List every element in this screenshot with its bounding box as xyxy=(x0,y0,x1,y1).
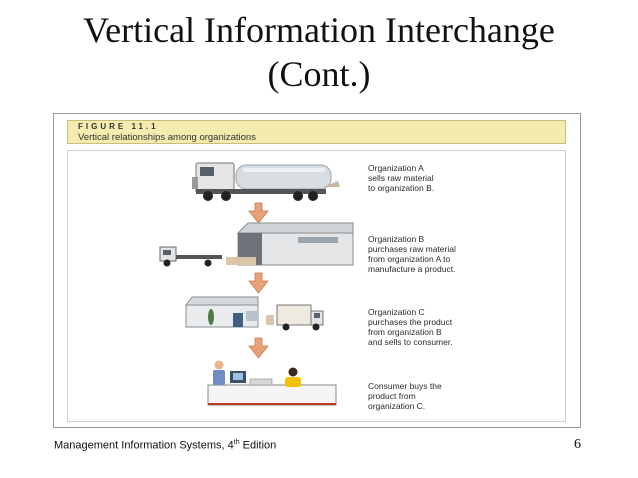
stage-line: from organization A to xyxy=(368,254,451,264)
stage-a-description: Organization A sells raw material to org… xyxy=(368,163,518,193)
stage-line: purchases the product xyxy=(368,317,453,327)
customer-icon xyxy=(285,367,301,387)
flow-arrow-2 xyxy=(248,272,269,294)
stage-b-description: Organization B purchases raw material fr… xyxy=(368,234,518,274)
slide-title-line-1: Vertical Information Interchange xyxy=(83,10,555,50)
stage-line: product from xyxy=(368,391,416,401)
stage-line: from organization B xyxy=(368,327,442,337)
delivery-van-icon xyxy=(266,304,324,331)
stage-line: to organization B. xyxy=(368,183,435,193)
footer-source: Management Information Systems, 4th Edit… xyxy=(54,439,276,452)
clerk-icon xyxy=(213,360,225,385)
stage-d-description: Consumer buys the product from organizat… xyxy=(368,381,518,411)
footer-source-prefix: Management Information Systems, 4 xyxy=(54,439,234,452)
stage-line: sells raw material xyxy=(368,173,434,183)
footer-source-suffix: Edition xyxy=(239,439,277,452)
stage-line: Organization B xyxy=(368,234,425,244)
stage-line: purchases raw material xyxy=(368,244,456,254)
stage-line: Consumer buys the xyxy=(368,381,442,391)
store-counter-icon xyxy=(207,371,337,406)
figure-illustration xyxy=(159,162,354,406)
stage-line: Organization C xyxy=(368,307,425,317)
figure-body: Organization A sells raw material to org… xyxy=(67,150,566,422)
stage-line: manufacture a product. xyxy=(368,264,456,274)
figure-label: FIGURE 11.1 xyxy=(78,122,159,131)
figure-frame: FIGURE 11.1 Vertical relationships among… xyxy=(53,113,581,428)
figure-caption-text: Vertical relationships among organizatio… xyxy=(78,132,256,143)
stage-line: Organization A xyxy=(368,163,424,173)
stage-c-description: Organization C purchases the product fro… xyxy=(368,307,518,347)
store-icon xyxy=(185,296,259,328)
flow-arrow-1 xyxy=(248,202,269,224)
slide-title-line-2: (Cont.) xyxy=(267,54,371,94)
footer-source-sup: th xyxy=(233,439,240,446)
slide-title: Vertical Information Interchange (Cont.) xyxy=(0,8,638,96)
flow-arrow-3 xyxy=(248,337,269,359)
figure-caption: FIGURE 11.1 Vertical relationships among… xyxy=(67,120,566,144)
flatbed-truck-icon xyxy=(159,246,256,267)
tanker-truck-icon xyxy=(192,162,340,201)
page-number: 6 xyxy=(574,437,581,452)
stage-line: and sells to consumer. xyxy=(368,337,453,347)
stage-line: organization C. xyxy=(368,401,426,411)
